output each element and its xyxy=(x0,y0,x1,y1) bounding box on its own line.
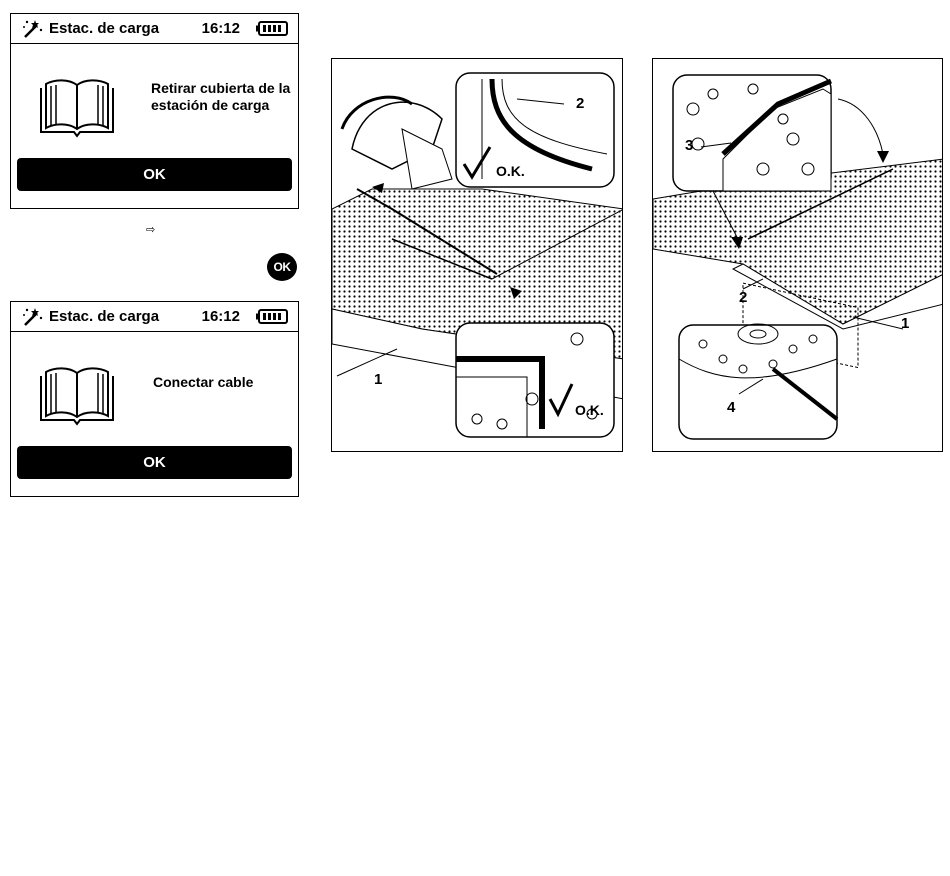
clock: 16:12 xyxy=(202,308,240,325)
magic-wand-icon xyxy=(21,19,43,39)
display-screen-remove-cover: Estac. de carga 16:12 Retirar cubierta d… xyxy=(10,13,299,209)
callout-label-1: 1 xyxy=(374,371,382,388)
ok-button[interactable]: OK xyxy=(17,446,292,479)
callout-label-3: 3 xyxy=(685,137,693,154)
callout-label-2: 2 xyxy=(739,289,747,306)
ok-check-label-top: O.K. xyxy=(496,163,525,179)
ok-key-icon: OK xyxy=(267,253,297,281)
ok-check-label-bottom: O.K. xyxy=(575,402,604,418)
cable-routing-illustration: 2 O.K. O.K. 1 xyxy=(331,58,623,452)
manual-book-icon xyxy=(39,364,115,426)
manual-book-icon xyxy=(39,76,115,138)
screen-title: Estac. de carga xyxy=(49,20,159,37)
illustration-drawing xyxy=(332,59,623,452)
title-bar: Estac. de carga 16:12 xyxy=(11,302,298,332)
screen-message: Conectar cable xyxy=(153,374,298,391)
callout-label-2: 2 xyxy=(576,95,584,112)
ok-button[interactable]: OK xyxy=(17,158,292,191)
callout-label-1: 1 xyxy=(901,315,909,332)
display-screen-connect-cable: Estac. de carga 16:12 Conectar cable OK xyxy=(10,301,299,497)
screen-message: Retirar cubierta de la estación de carga xyxy=(151,80,296,114)
clock: 16:12 xyxy=(202,20,240,37)
callout-label-4: 4 xyxy=(727,399,735,416)
screen-title: Estac. de carga xyxy=(49,308,159,325)
magic-wand-icon xyxy=(21,307,43,327)
illustration-drawing xyxy=(653,59,943,452)
cable-connection-illustration: 3 2 1 4 xyxy=(652,58,943,452)
title-bar: Estac. de carga 16:12 xyxy=(11,14,298,44)
battery-icon xyxy=(256,309,288,324)
next-arrow-icon: ⇨ xyxy=(146,223,155,236)
battery-icon xyxy=(256,21,288,36)
